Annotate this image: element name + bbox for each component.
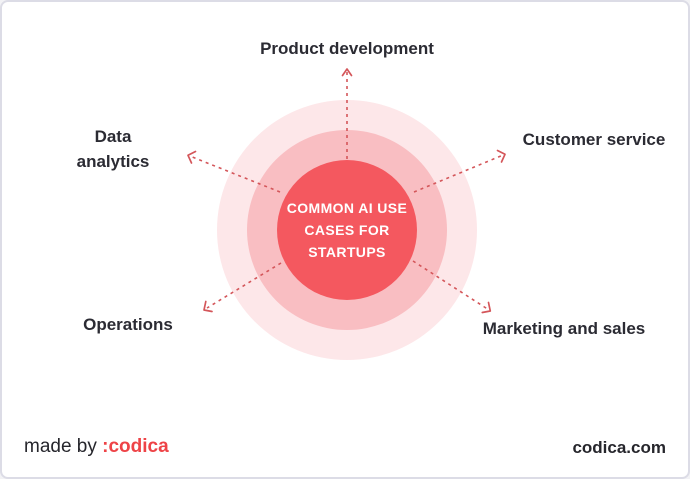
center-title-line-2: CASES FOR [304, 222, 390, 238]
center-title-line-1: COMMON AI USE [286, 200, 408, 216]
codica-logo: :codica [102, 436, 169, 457]
label-product-development: Product development [260, 39, 434, 58]
center-circle: COMMON AI USE CASES FOR STARTUPS [277, 160, 417, 300]
footer-website: codica.com [572, 438, 666, 457]
label-customer-service: Customer service [522, 130, 666, 149]
label-operations: Operations [83, 315, 173, 334]
made-by-text: made by [24, 436, 97, 457]
label-data-analytics: Data analytics [76, 127, 150, 171]
label-marketing-and-sales: Marketing and sales [482, 319, 646, 338]
footer-credit: made by :codica [24, 435, 169, 459]
center-title-line-3: STARTUPS [308, 244, 386, 260]
